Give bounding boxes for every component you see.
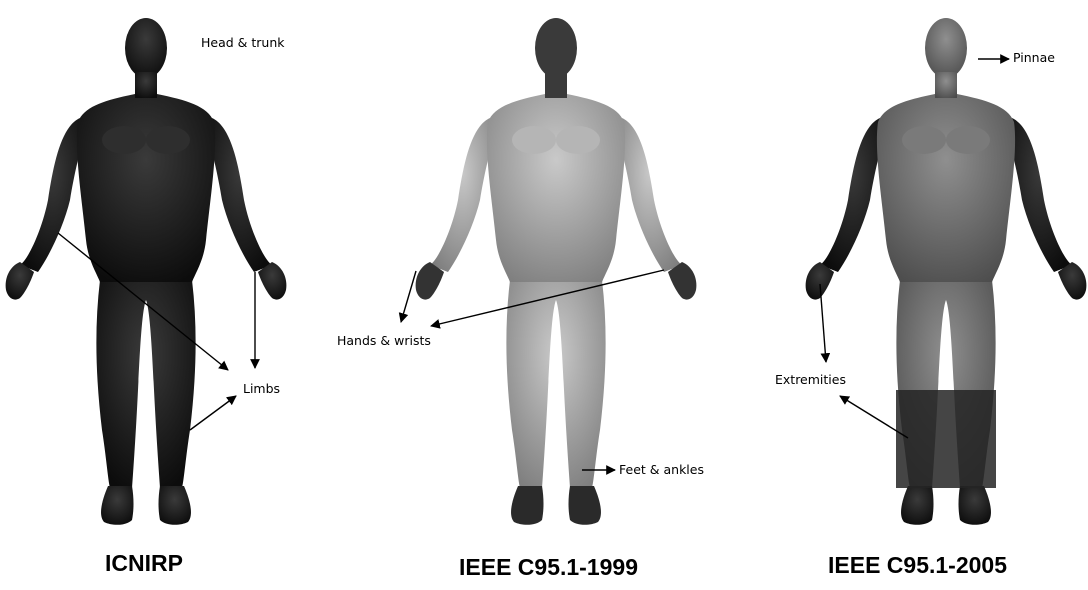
arrow-limbs-3 [190, 396, 236, 430]
figure-ieee-2005 [806, 18, 1087, 525]
label-extremities: Extremities [775, 372, 846, 387]
label-feet-ankles: Feet & ankles [619, 462, 704, 477]
label-pinnae: Pinnae [1013, 50, 1055, 65]
figure-ieee-1999 [416, 18, 697, 525]
figure-icnirp [6, 18, 287, 525]
caption-ieee-2005: IEEE C95.1-2005 [828, 552, 1007, 579]
label-hands-wrists: Hands & wrists [337, 333, 431, 348]
label-head-trunk: Head & trunk [201, 35, 285, 50]
caption-ieee-1999: IEEE C95.1-1999 [459, 554, 638, 581]
arrow-extremities-1 [820, 284, 826, 362]
arrow-hands-1 [401, 271, 416, 322]
label-limbs: Limbs [243, 381, 280, 396]
caption-icnirp: ICNIRP [105, 550, 183, 577]
